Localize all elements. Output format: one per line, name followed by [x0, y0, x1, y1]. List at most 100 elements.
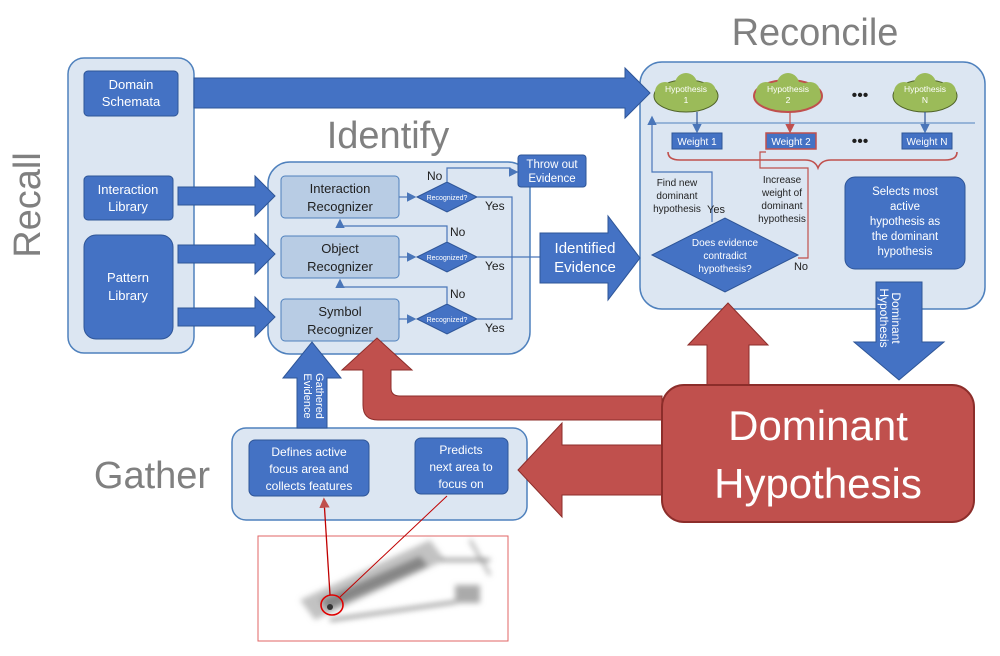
hypothesis-n-cloud — [892, 73, 958, 113]
defines-line2: focus area and — [269, 462, 348, 476]
hypothesis-2-cloud — [753, 73, 823, 113]
dominant-hypothesis-line1: Dominant — [728, 402, 908, 449]
symbol-recognizer-line2: Recognizer — [307, 322, 373, 337]
interaction-recognizer-line1: Interaction — [310, 181, 371, 196]
recall-title: Recall — [7, 152, 49, 258]
increase-weight-line3: dominant — [761, 201, 802, 212]
focus-area-circle — [320, 594, 344, 616]
schemata-to-reconcile-arrow — [193, 66, 651, 120]
gathered-evidence-line1: Gathered — [313, 373, 325, 419]
yes-label-2: Yes — [485, 259, 505, 273]
increase-weight-line2: weight of — [761, 188, 802, 199]
pattern-library-arrow-2 — [177, 295, 276, 339]
weight-1-label: Weight 1 — [677, 137, 717, 148]
no-loop-2 — [335, 218, 448, 242]
no-label-3: No — [450, 287, 466, 301]
weight-1-box — [671, 132, 723, 150]
increase-weight-line1: Increase — [763, 175, 802, 186]
blurred-sketch — [300, 539, 491, 622]
domain-schemata-box — [83, 70, 179, 117]
pattern-library-arrow-1 — [177, 232, 276, 276]
yes-bus — [477, 196, 513, 320]
selects-line3: hypothesis as — [870, 216, 941, 228]
weight-ellipsis: ••• — [852, 133, 869, 150]
focus-area-mark — [327, 604, 333, 610]
pattern-library-line2: Library — [108, 288, 148, 303]
no-to-throw-out-line — [446, 167, 519, 182]
weight-n-label: Weight N — [907, 137, 948, 148]
hypothesis-1-line2: 1 — [684, 95, 689, 105]
throw-out-line2: Evidence — [528, 173, 575, 185]
increase-weight-line4: hypothesis — [758, 214, 806, 225]
reconcile-no-label: No — [794, 261, 808, 273]
dominant-hypothesis-line2: Hypothesis — [714, 460, 922, 507]
selects-most-active-box — [844, 176, 966, 270]
defines-focus-box — [248, 439, 370, 497]
hypothesis-1-cloud — [653, 73, 719, 113]
find-new-line2: dominant — [656, 191, 697, 202]
sketch-to-defines-line — [319, 497, 331, 596]
interaction-library-arrow — [177, 174, 276, 218]
weight-n-box — [901, 132, 953, 150]
predicts-line2: next area to — [429, 460, 493, 474]
no-label-1: No — [427, 169, 443, 183]
identified-evidence-line1: Identified — [555, 240, 616, 257]
hypothesis-2-line1: Hypothesis — [767, 84, 809, 94]
throw-out-evidence-box — [517, 154, 587, 188]
no-label-2: No — [450, 225, 466, 239]
dominant-to-identify-arrow — [340, 337, 663, 421]
gathered-evidence-up-arrow — [281, 341, 343, 429]
symbol-recognizer-line1: Symbol — [318, 304, 361, 319]
find-new-line3: hypothesis — [653, 204, 701, 215]
interaction-library-box — [83, 175, 174, 221]
gathered-evidence-line2: Evidence — [301, 373, 313, 418]
pattern-library-box — [83, 234, 174, 340]
weight-2-label: Weight 2 — [771, 137, 811, 148]
find-new-loop — [647, 115, 713, 222]
hypothesis-ellipsis: ••• — [852, 87, 869, 104]
identified-evidence-line2: Evidence — [554, 259, 616, 276]
weight-2-box — [765, 132, 817, 150]
sketch-to-predicts-line — [339, 495, 448, 598]
defines-line1: Defines active — [271, 445, 347, 459]
identify-title: Identify — [327, 115, 450, 157]
defines-line3: collects features — [266, 479, 353, 493]
dominant-hypothesis-down-arrow — [852, 281, 946, 381]
interaction-library-line2: Library — [108, 199, 148, 214]
recognized-decision-2-label: Recognized? — [427, 255, 468, 262]
contradict-line3: hypothesis? — [698, 264, 752, 275]
contradict-decision — [650, 217, 800, 293]
hypothesis-n-line1: Hypothesis — [904, 84, 946, 94]
dominant-arrow-line2: Hypothesis — [877, 288, 891, 347]
selects-line1: Selects most — [872, 186, 939, 198]
find-new-line1: Find new — [657, 178, 698, 189]
predicts-next-box — [414, 437, 509, 495]
dominant-arrow-line1: Dominant — [889, 292, 903, 344]
reconcile-yes-label: Yes — [707, 204, 725, 216]
hypothesis-n-line2: N — [922, 95, 928, 105]
yes-label-1: Yes — [485, 199, 505, 213]
predicts-line3: focus on — [438, 477, 483, 491]
dominant-to-gather-arrow — [517, 421, 663, 519]
gather-title: Gather — [94, 455, 211, 497]
contradict-line1: Does evidence — [692, 238, 759, 249]
recognized-decision-3-label: Recognized? — [427, 317, 468, 324]
symbol-recognizer-box — [280, 298, 400, 342]
dominant-to-reconcile-arrow — [686, 302, 770, 394]
domain-schemata-line2: Schemata — [102, 94, 161, 109]
yes-label-3: Yes — [485, 321, 505, 335]
hypothesis-2-line2: 2 — [786, 95, 791, 105]
increase-weight-loop — [759, 151, 809, 259]
reconcile-title: Reconcile — [732, 12, 899, 54]
object-recognizer-line1: Object — [321, 241, 359, 256]
predicts-line1: Predicts — [439, 443, 482, 457]
selects-line2: active — [890, 201, 920, 213]
dominant-hypothesis-box — [661, 384, 975, 523]
identified-evidence-arrow — [539, 214, 641, 302]
pattern-library-line1: Pattern — [107, 270, 149, 285]
weights-brace — [667, 151, 958, 171]
domain-schemata-line1: Domain — [109, 77, 154, 92]
hypothesis-1-line1: Hypothesis — [665, 84, 707, 94]
recognized-decision-1-label: Recognized? — [427, 195, 468, 202]
